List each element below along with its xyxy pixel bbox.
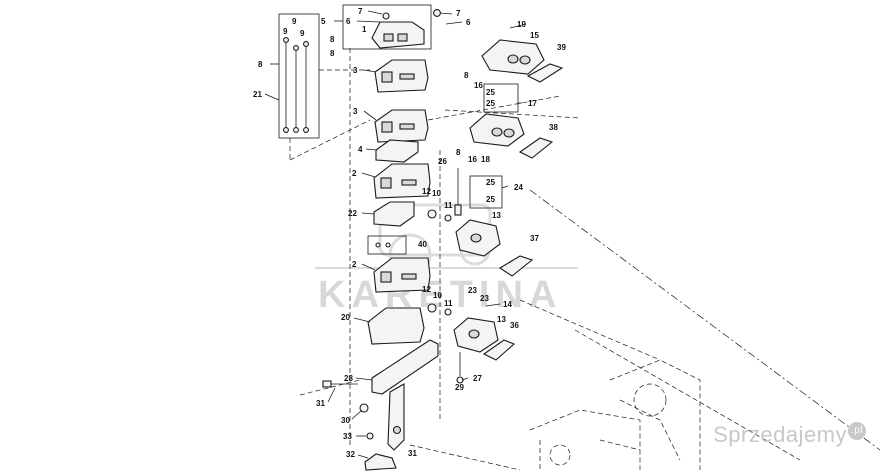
callout-27: 27 bbox=[473, 374, 482, 383]
assembly-dashed-lines bbox=[289, 48, 881, 471]
callout-8-right: 8 bbox=[464, 71, 469, 80]
callout-9a: 9 bbox=[292, 17, 297, 26]
valve-head-middle-right bbox=[469, 113, 554, 159]
brand-suffix-badge: .pl bbox=[848, 422, 866, 440]
callout-11b: 11 bbox=[444, 299, 453, 308]
transmission-housing bbox=[529, 359, 701, 470]
fitting-assembly-upper bbox=[427, 168, 534, 277]
callout-labels: 7 6 5 1 9 9 9 8 8 8 21 7 6 19 15 39 8 16… bbox=[253, 7, 566, 459]
callout-10a: 10 bbox=[432, 189, 441, 198]
callout-3b: 3 bbox=[353, 107, 358, 116]
callout-9c: 9 bbox=[300, 29, 305, 38]
callout-10b: 10 bbox=[433, 291, 442, 300]
callout-21: 21 bbox=[253, 90, 262, 99]
callout-6: 6 bbox=[346, 17, 351, 26]
callout-28: 28 bbox=[344, 374, 353, 383]
seal-kit-box bbox=[367, 235, 407, 255]
callout-3a: 3 bbox=[353, 66, 358, 75]
callout-16b: 16 bbox=[468, 155, 477, 164]
callout-40: 40 bbox=[418, 240, 427, 249]
callout-18: 18 bbox=[481, 155, 490, 164]
leader-lines bbox=[264, 10, 527, 459]
spacer-plate bbox=[373, 201, 415, 227]
mounting-bracket bbox=[322, 339, 439, 471]
callout-30: 30 bbox=[341, 416, 350, 425]
callout-38: 38 bbox=[549, 123, 558, 132]
callout-13b: 13 bbox=[497, 315, 506, 324]
callout-25b: 25 bbox=[486, 99, 495, 108]
valve-section-middle bbox=[373, 163, 431, 199]
kit-box-17 bbox=[483, 83, 519, 113]
callout-33: 32 bbox=[346, 450, 355, 459]
callout-16a: 16 bbox=[474, 81, 483, 90]
callout-37: 37 bbox=[530, 234, 539, 243]
callout-6-right: 6 bbox=[466, 18, 471, 27]
callout-31: 31 bbox=[316, 399, 325, 408]
callout-12b: 12 bbox=[422, 285, 431, 294]
callout-8a: 8 bbox=[330, 35, 335, 44]
callout-25a: 25 bbox=[486, 88, 495, 97]
callout-8c: 8 bbox=[258, 60, 263, 69]
end-plate bbox=[367, 307, 425, 345]
callout-25d: 25 bbox=[486, 195, 495, 204]
callout-20: 20 bbox=[341, 313, 350, 322]
callout-2b: 2 bbox=[352, 260, 357, 269]
gasket-plate bbox=[375, 139, 419, 163]
callout-4: 4 bbox=[358, 145, 363, 154]
callout-5: 5 bbox=[321, 17, 326, 26]
callout-2a: 2 bbox=[352, 169, 357, 178]
callout-29: 29 bbox=[455, 383, 464, 392]
rod-kit-box bbox=[278, 13, 370, 160]
valve-head-top-right bbox=[481, 39, 564, 83]
callout-8-mid: 8 bbox=[456, 148, 461, 157]
callout-39: 39 bbox=[557, 43, 566, 52]
callout-19: 19 bbox=[517, 20, 526, 29]
callout-25c: 25 bbox=[486, 178, 495, 187]
callout-32: 31 bbox=[408, 449, 417, 458]
valve-section-upper bbox=[374, 59, 429, 143]
callout-26: 26 bbox=[438, 157, 447, 166]
callout-11a: 11 bbox=[444, 201, 453, 210]
callout-12a: 12 bbox=[422, 187, 431, 196]
callout-7: 7 bbox=[358, 7, 363, 16]
callout-1: 1 bbox=[362, 25, 367, 34]
callout-15: 15 bbox=[530, 31, 539, 40]
callout-17: 17 bbox=[528, 99, 537, 108]
callout-8b: 8 bbox=[330, 49, 335, 58]
valve-section-lower bbox=[373, 257, 431, 293]
brand-name: Sprzedajemy bbox=[713, 422, 847, 447]
callout-23b: 23 bbox=[480, 294, 489, 303]
callout-7-right: 7 bbox=[456, 9, 461, 18]
callout-14: 14 bbox=[503, 300, 512, 309]
brand-watermark: Sprzedajemy.pl bbox=[713, 422, 866, 448]
callout-34: 33 bbox=[343, 432, 352, 441]
callout-24: 24 bbox=[514, 183, 523, 192]
callout-36: 36 bbox=[510, 321, 519, 330]
watermark-text: KARETINA bbox=[318, 274, 562, 316]
callout-9b: 9 bbox=[283, 27, 288, 36]
fitting-assembly-lower bbox=[427, 303, 516, 384]
kit-box-24 bbox=[469, 175, 503, 209]
callout-23a: 23 bbox=[468, 286, 477, 295]
callout-13a: 13 bbox=[492, 211, 501, 220]
callout-22: 22 bbox=[348, 209, 357, 218]
